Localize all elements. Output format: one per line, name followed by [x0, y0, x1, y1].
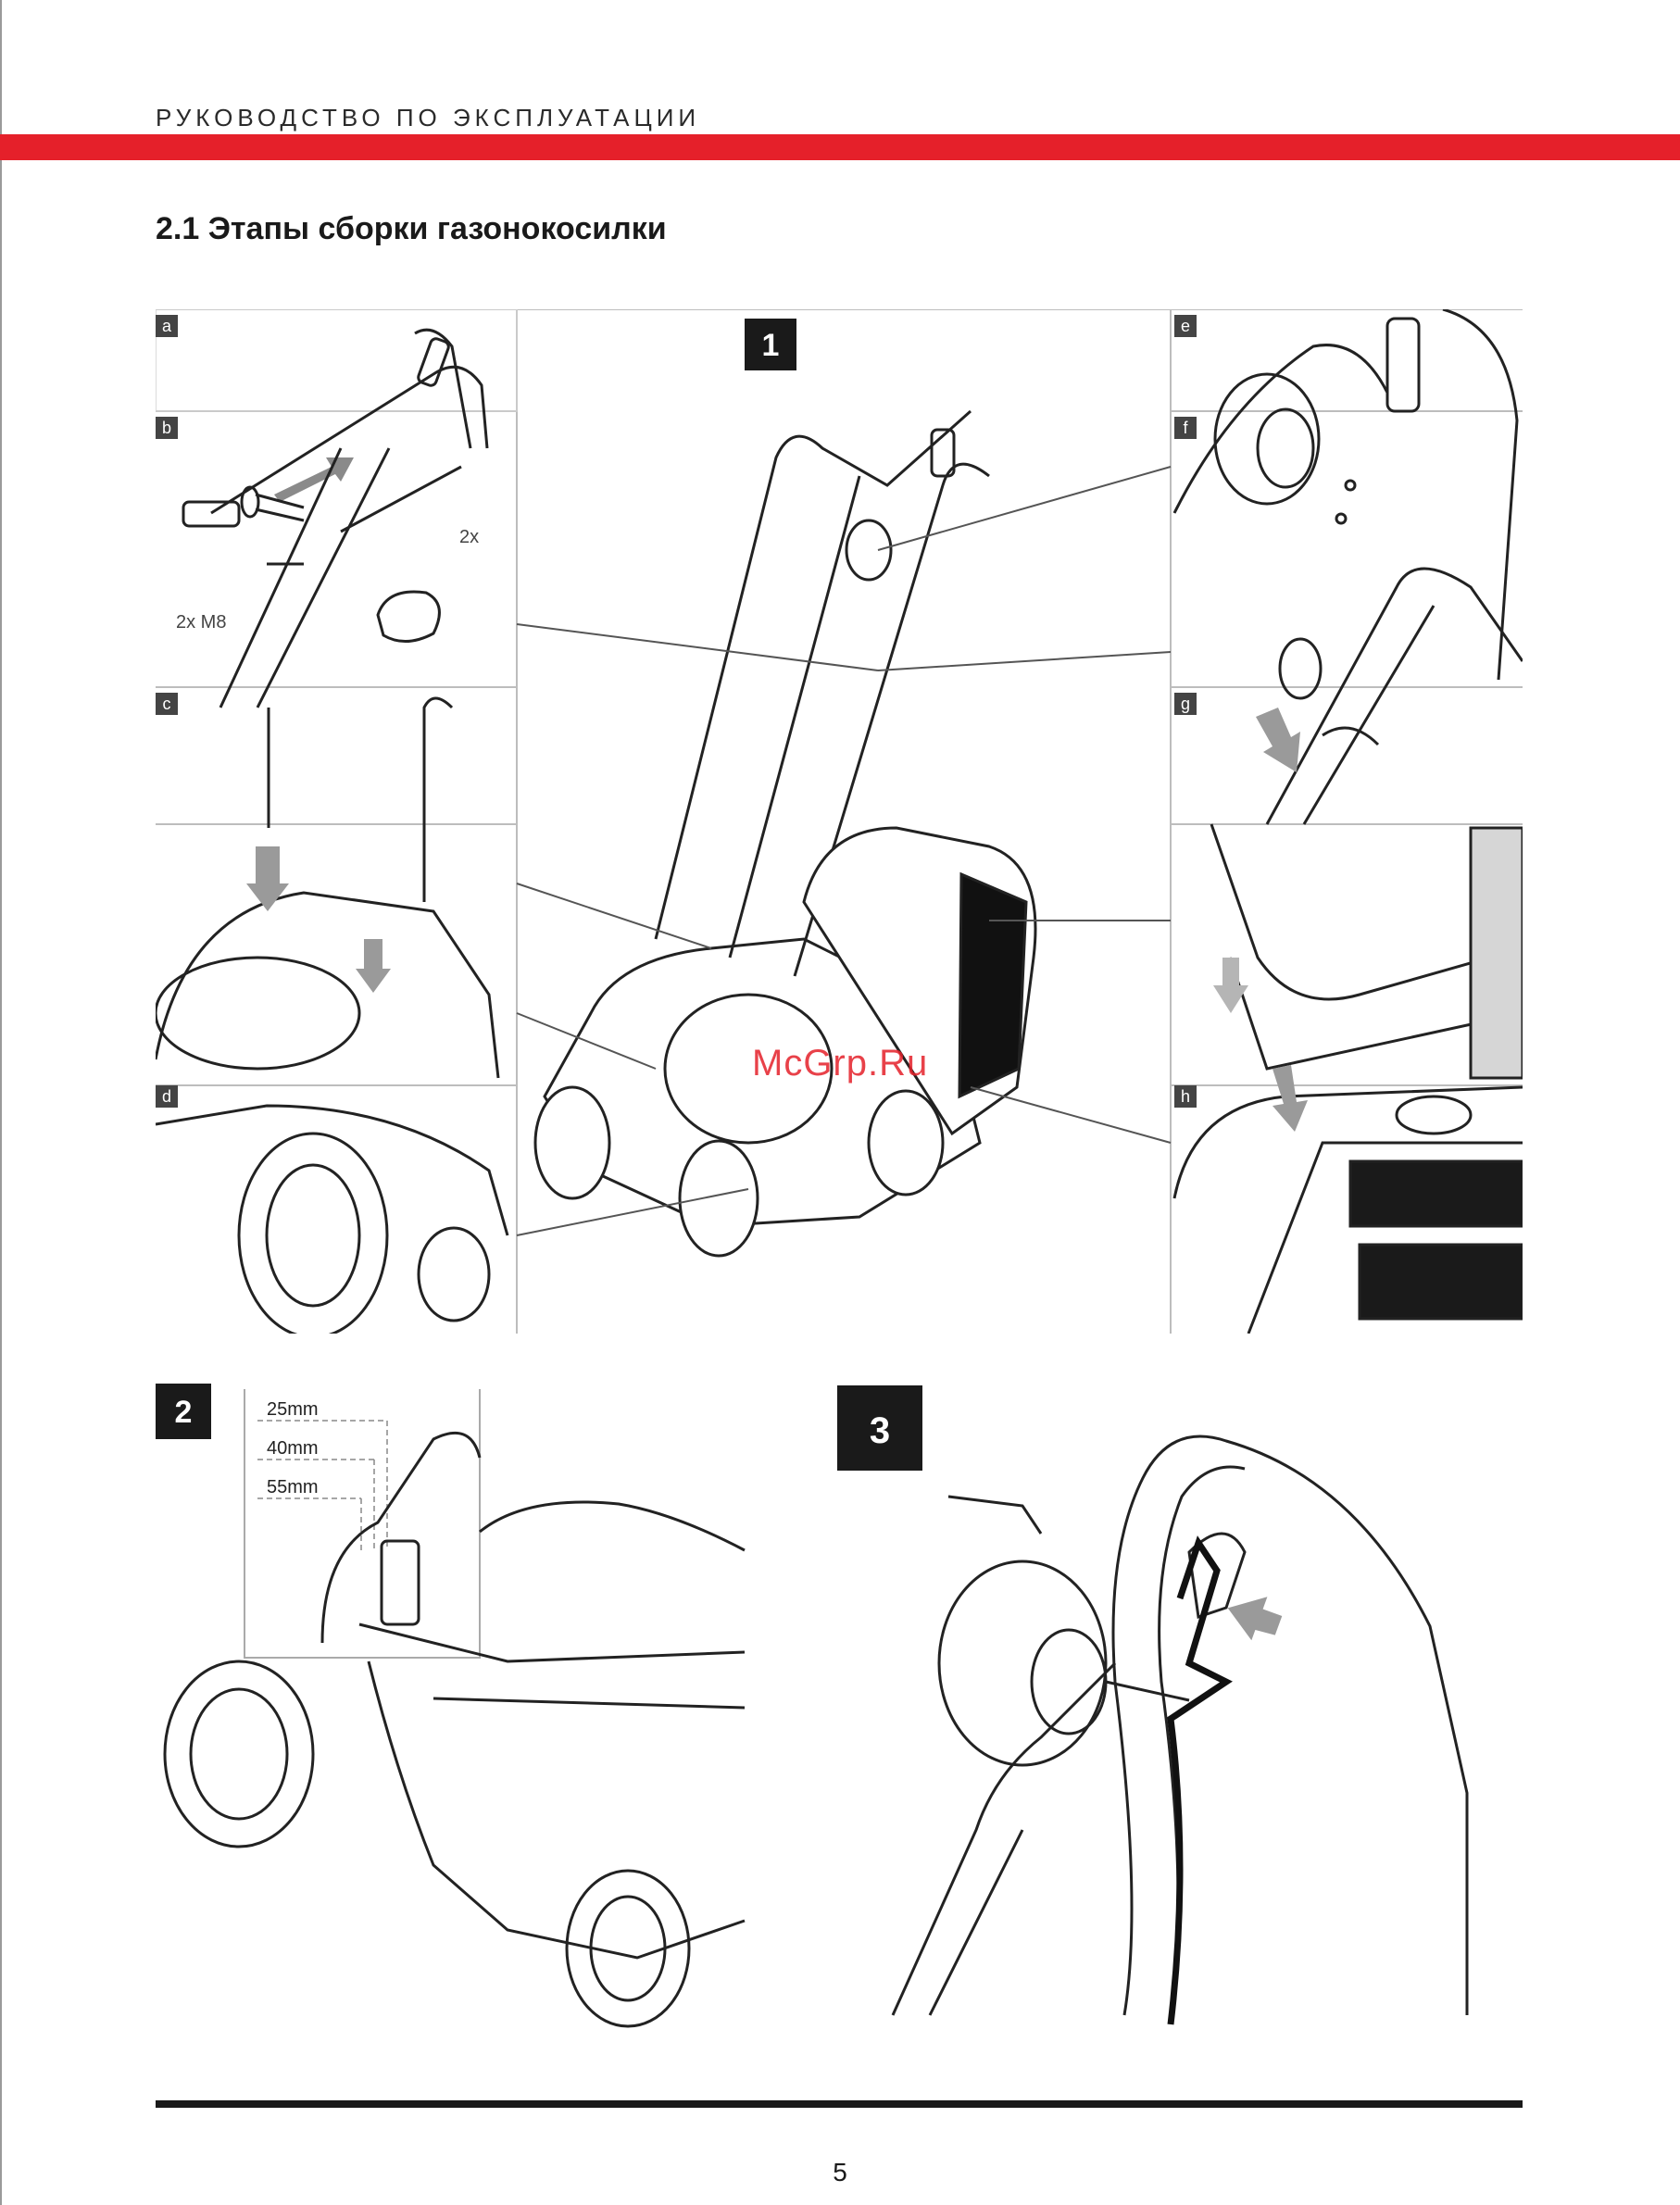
page-number: 5 [0, 2158, 1680, 2187]
step-2-mower-drawing [165, 1433, 745, 2026]
left-margin-rule [0, 0, 2, 2205]
height-label-55: 55mm [267, 1477, 319, 1497]
b-callout-knob: 2x [459, 527, 479, 547]
header-title: РУКОВОДСТВО ПО ЭКСПЛУАТАЦИИ [156, 104, 700, 132]
height-label-40: 40mm [267, 1438, 319, 1459]
panel-c-arrow-2-icon [356, 939, 391, 993]
figure-3-cable-hook: 3 [837, 1385, 1523, 2034]
step-1-number: 1 [762, 328, 780, 363]
panel-a-arrow-icon [274, 457, 354, 502]
panel-d-drawing [156, 1106, 508, 1334]
height-label-25: 25mm [267, 1399, 319, 1420]
panel-label-g: g [1181, 695, 1190, 713]
panel-g-arrow-icon [1213, 958, 1248, 1013]
panel-label-h: h [1181, 1087, 1190, 1106]
panel-g-drawing [1211, 824, 1523, 1078]
panel-h-drawing [1174, 1087, 1523, 1334]
header-red-band [0, 134, 1680, 160]
step-1-mower-drawing [535, 411, 1035, 1256]
panel-f-drawing [1267, 569, 1523, 824]
step-3-number: 3 [870, 1410, 890, 1451]
panel-f-arrow-icon [1256, 708, 1300, 772]
watermark-text: McGrp.Ru [752, 1043, 928, 1084]
panel-e-drawing [1174, 309, 1517, 680]
section-title: 2.1 Этапы сборки газонокосилки [156, 211, 667, 247]
panel-c-drawing [156, 698, 498, 1078]
panel-label-b: b [162, 419, 171, 437]
step-2-number: 2 [175, 1395, 193, 1430]
panel-label-d: d [162, 1087, 171, 1106]
footer-rule [156, 2100, 1523, 2108]
panel-label-c: c [163, 695, 171, 713]
panel-c-arrow-icon [246, 846, 289, 911]
panel-tags [156, 315, 1197, 1108]
panel-label-e: e [1181, 317, 1190, 335]
figure-1-assembly: 2x M8 2x [156, 309, 1523, 1334]
panel-label-a: a [162, 317, 172, 335]
panel-b-drawing [220, 448, 439, 708]
b-callout-bolt: 2x M8 [176, 612, 226, 633]
panel-a-drawing [183, 330, 487, 532]
figure-2-cutting-height: 2 25mm 40mm 55mm [156, 1384, 748, 2032]
